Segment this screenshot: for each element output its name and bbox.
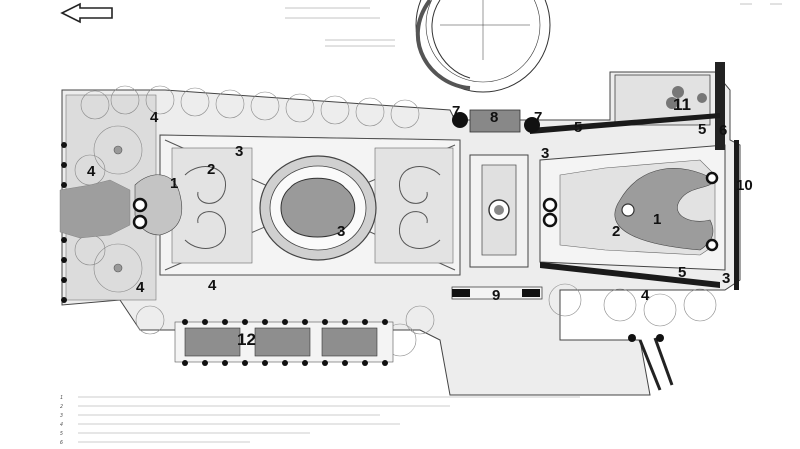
middle-panel [469, 154, 529, 268]
legend-lines [78, 396, 580, 443]
label-3-mid: 3 [541, 145, 549, 162]
label-6: 6 [719, 122, 727, 139]
legend-4: 4 [60, 422, 63, 428]
lower-posts [182, 319, 388, 366]
entry-path [638, 337, 674, 391]
parterre-left [159, 134, 461, 276]
label-5-bottom: 5 [678, 264, 686, 281]
legend: 1 2 3 4 5 6 [59, 395, 63, 446]
legend-5: 5 [60, 431, 63, 437]
label-4-bottomleft: 4 [136, 279, 145, 296]
edging-bands [530, 113, 739, 290]
left-fountains [113, 145, 123, 273]
top-notes [285, 3, 782, 47]
label-4-left: 4 [87, 163, 96, 180]
legend-3: 3 [59, 413, 63, 419]
label-10: 10 [736, 177, 753, 194]
label-4-topleft: 4 [150, 109, 159, 126]
label-3-top: 3 [235, 143, 243, 160]
label-8: 8 [490, 109, 498, 126]
label-2-right: 2 [612, 223, 620, 240]
plan-labels: 1 2 3 3 4 4 4 4 7 8 7 5 3 5 6 11 10 1 2 … [87, 95, 753, 349]
label-11: 11 [673, 95, 691, 114]
parterre-right [539, 144, 726, 271]
band-9 [451, 286, 543, 300]
label-4-bottom: 4 [208, 277, 217, 294]
label-5-top: 5 [574, 119, 582, 136]
label-1-left: 1 [170, 175, 178, 192]
circular-fountain-detail [415, 0, 551, 93]
label-9: 9 [492, 287, 500, 304]
label-7-left: 7 [452, 103, 460, 120]
legend-6: 6 [60, 440, 63, 446]
label-7-right: 7 [534, 109, 542, 126]
arrow-left-icon[interactable] [60, 2, 113, 24]
fan-parterre-left [132, 174, 183, 236]
label-1-right: 1 [653, 211, 661, 228]
tree-canopies [74, 85, 717, 357]
label-3-bottomright: 3 [722, 270, 730, 287]
legend-2: 2 [60, 404, 63, 410]
entry-posts [628, 334, 664, 342]
perimeter-posts-left [61, 142, 67, 303]
pergola-8 [452, 109, 540, 133]
label-4-right: 4 [641, 287, 650, 304]
label-12: 12 [237, 330, 256, 349]
lower-beds [174, 321, 394, 363]
legend-1: 1 [60, 395, 63, 401]
label-5-right: 5 [698, 121, 706, 138]
left-bosquet [59, 179, 131, 239]
label-2-left: 2 [207, 161, 215, 178]
label-3-center: 3 [337, 223, 345, 240]
